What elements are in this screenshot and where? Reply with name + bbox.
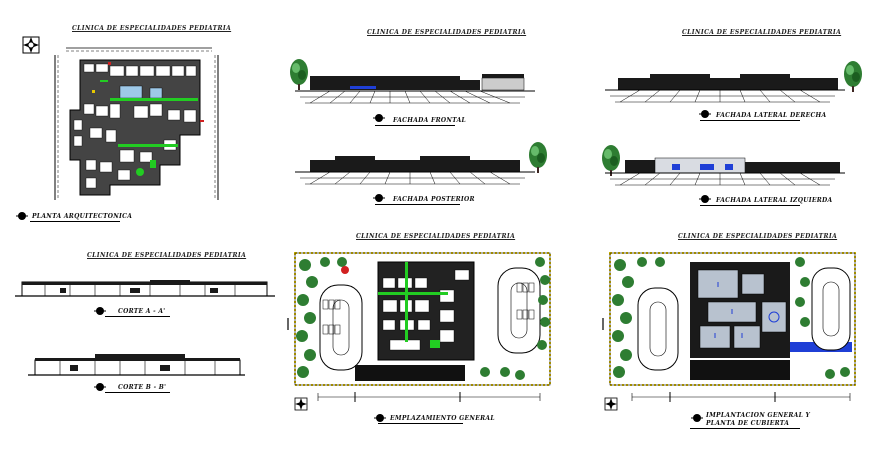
- section-marker-icon: [374, 414, 386, 422]
- section-marker-icon: [691, 414, 703, 422]
- left-elevation-drawing: [602, 145, 845, 203]
- rear-label-underline: [375, 204, 460, 205]
- tree-icon: [529, 142, 547, 173]
- section-marker-icon: [373, 114, 385, 122]
- section-marker-icon: [94, 307, 106, 315]
- sections-sheet-title: CLINICA DE ESPECIALIDADES PEDIATRIA: [87, 252, 247, 259]
- tree-icon: [290, 59, 308, 90]
- section-b-label: CORTE B - B': [118, 384, 167, 391]
- site-plan-drawing: [287, 252, 551, 422]
- site-roof-plan-drawing: [602, 252, 856, 422]
- site-roof-label-line1: IMPLANTACION GENERAL Y: [706, 412, 811, 419]
- right-view-label: FACHADA LATERAL DERECHA: [716, 112, 827, 119]
- side-elevation-sheet-title: CLINICA DE ESPECIALIDADES PEDIATRIA: [682, 29, 842, 36]
- tree-icon: [844, 61, 862, 92]
- section-a-drawing: [15, 280, 275, 315]
- section-marker-icon: [373, 194, 385, 202]
- site-label-underline: [378, 423, 463, 424]
- section-b-drawing: [28, 354, 245, 391]
- right-elevation-drawing: [605, 61, 862, 118]
- front-elevation-drawing: [290, 59, 535, 122]
- section-a-underline: [105, 316, 170, 317]
- plan-sheet-title: CLINICA DE ESPECIALIDADES PEDIATRIA: [72, 25, 232, 32]
- section-marker-icon: [16, 212, 28, 220]
- section-marker-icon: [699, 195, 711, 203]
- front-elevation-sheet-title: CLINICA DE ESPECIALIDADES PEDIATRIA: [367, 29, 527, 36]
- left-label-underline: [700, 205, 800, 206]
- section-marker-icon: [699, 110, 711, 118]
- floor-plan-drawing: [54, 47, 219, 200]
- right-label-underline: [700, 120, 800, 121]
- left-view-label: FACHADA LATERAL IZQUIERDA: [716, 197, 833, 204]
- front-label-underline: [375, 125, 455, 126]
- site-view-label: EMPLAZAMIENTO GENERAL: [390, 415, 495, 422]
- plan-label-underline: [30, 221, 120, 222]
- section-marker-icon: [94, 383, 106, 391]
- north-arrow-icon: [604, 397, 618, 411]
- rear-view-label: FACHADA POSTERIOR: [393, 196, 475, 203]
- front-view-label: FACHADA FRONTAL: [393, 117, 467, 124]
- site-roof-label-underline: [690, 428, 800, 429]
- site-sheet-title: CLINICA DE ESPECIALIDADES PEDIATRIA: [356, 233, 516, 240]
- site-roof-label-line2: PLANTA DE CUBIERTA: [706, 420, 790, 427]
- plan-view-label: PLANTA ARQUITECTONICA: [32, 213, 133, 220]
- section-a-label: CORTE A - A': [118, 308, 166, 315]
- north-arrow-icon: [22, 36, 40, 54]
- section-b-underline: [105, 392, 170, 393]
- rear-elevation-drawing: [295, 142, 547, 202]
- tree-icon: [602, 145, 620, 176]
- north-arrow-icon: [294, 397, 308, 411]
- site-roof-sheet-title: CLINICA DE ESPECIALIDADES PEDIATRIA: [678, 233, 838, 240]
